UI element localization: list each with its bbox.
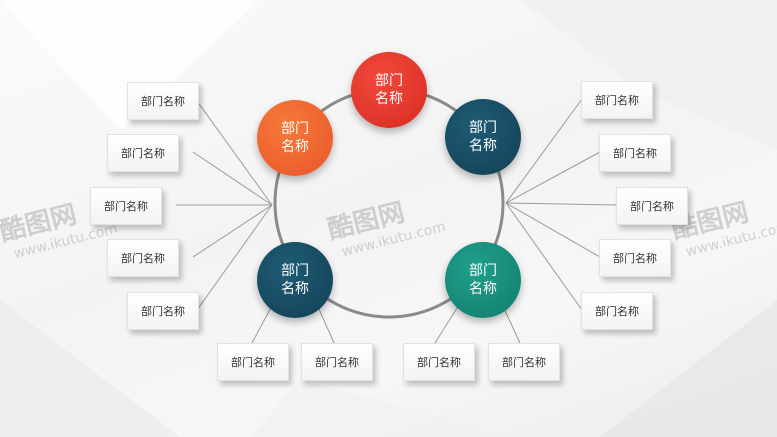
node-label-line2: 名称 [281, 139, 309, 155]
node-label-line1: 部门 [469, 263, 497, 279]
dept-box-bottom-4: 部门名称 [488, 343, 560, 381]
node-label-line2: 名称 [375, 91, 403, 107]
dept-box-bottom-1: 部门名称 [217, 343, 289, 381]
node-label-line1: 部门 [375, 73, 403, 89]
dept-box-left-2: 部门名称 [107, 134, 179, 172]
dept-box-bottom-2: 部门名称 [301, 343, 373, 381]
dept-box-right-1: 部门名称 [581, 81, 653, 119]
node-label-line2: 名称 [469, 138, 497, 154]
dept-box-right-4: 部门名称 [599, 239, 671, 277]
dept-box-left-1: 部门名称 [127, 82, 199, 120]
node-upper-right: 部门 名称 [445, 99, 521, 175]
dept-box-left-4: 部门名称 [107, 239, 179, 277]
dept-box-right-3: 部门名称 [616, 187, 688, 225]
node-label-line2: 名称 [469, 281, 497, 297]
node-lower-left: 部门 名称 [257, 242, 333, 318]
node-label-line1: 部门 [281, 263, 309, 279]
dept-box-left-3: 部门名称 [90, 187, 162, 225]
dept-box-right-5: 部门名称 [581, 292, 653, 330]
node-label-line2: 名称 [281, 281, 309, 297]
node-lower-right: 部门 名称 [445, 242, 521, 318]
node-upper-left: 部门 名称 [257, 100, 333, 176]
dept-box-bottom-3: 部门名称 [403, 343, 475, 381]
dept-box-left-5: 部门名称 [127, 292, 199, 330]
node-label-line1: 部门 [281, 121, 309, 137]
node-top: 部门 名称 [351, 52, 427, 128]
dept-box-right-2: 部门名称 [599, 134, 671, 172]
node-label-line1: 部门 [469, 120, 497, 136]
